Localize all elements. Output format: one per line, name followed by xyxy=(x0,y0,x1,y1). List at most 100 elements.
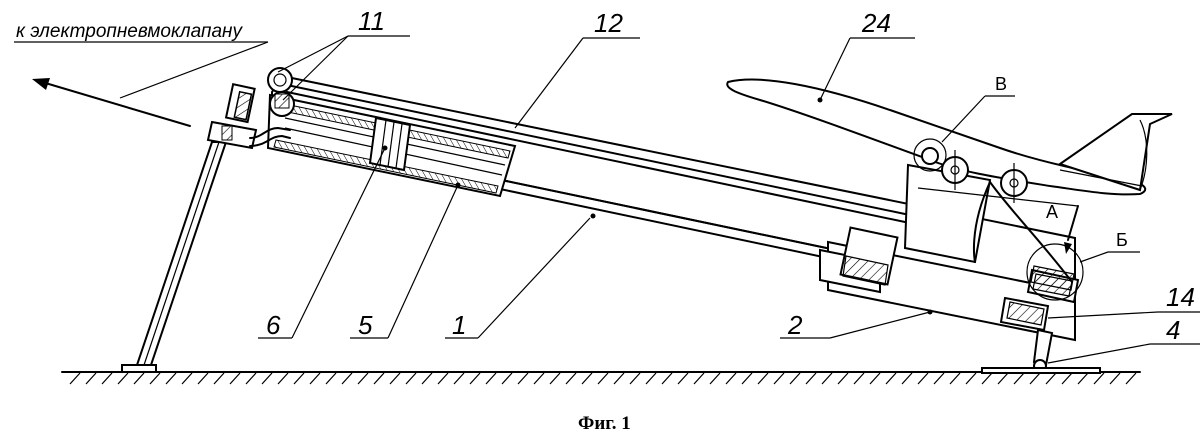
ground-hatch-line xyxy=(821,372,833,385)
label-14: 14 xyxy=(1166,282,1195,312)
ground-hatch-line xyxy=(101,372,113,385)
ground-hatch-line xyxy=(677,372,689,385)
ground-hatch-line xyxy=(501,372,513,385)
ground-hatch-line xyxy=(421,372,433,385)
ground-hatch-line xyxy=(1013,372,1025,385)
ground-hatch-line xyxy=(69,372,81,385)
ground-hatch-line xyxy=(805,372,817,385)
label-11: 11 xyxy=(358,6,385,36)
label-a: А xyxy=(1046,202,1058,222)
ground-hatch-line xyxy=(277,372,289,385)
ground-hatch-line xyxy=(181,372,193,385)
detail-be-part xyxy=(1030,265,1075,291)
rail-marker-dot xyxy=(590,213,596,219)
aircraft xyxy=(726,78,1173,196)
front-support-leg xyxy=(121,141,228,373)
detail-be-circle xyxy=(1026,243,1084,301)
ground-hatch-line xyxy=(709,372,721,385)
label-5: 5 xyxy=(358,310,373,340)
ground-hatch-line xyxy=(981,372,993,385)
ground-hatch-line xyxy=(165,372,177,385)
ground-hatch-line xyxy=(373,372,385,385)
ground-hatch-line xyxy=(645,372,657,385)
ground-hatch-line xyxy=(341,372,353,385)
piston xyxy=(368,116,412,172)
ground-hatch-line xyxy=(293,372,305,385)
ground-hatch-line xyxy=(1045,372,1057,385)
ground-hatch-line xyxy=(437,372,449,385)
ground-hatch-line xyxy=(869,372,881,385)
ground-hatch-line xyxy=(933,372,945,385)
ground-hatch-line xyxy=(949,372,961,385)
ground-hatch-line xyxy=(197,372,209,385)
label-1: 1 xyxy=(452,310,466,340)
ground-hatch-line xyxy=(725,372,737,385)
ground-hatch-line xyxy=(917,372,929,385)
ground-hatch-line xyxy=(1061,372,1073,385)
ground-hatch-line xyxy=(357,372,369,385)
ground-hatch-line xyxy=(565,372,577,385)
ground-hatch-line xyxy=(389,372,401,385)
ground-hatch-line xyxy=(213,372,225,385)
leader-lines xyxy=(14,35,1200,364)
label-2: 2 xyxy=(787,310,803,340)
ground-hatch-line xyxy=(1093,372,1105,385)
valve-annotation: к электропневмоклапану xyxy=(16,21,243,42)
front-pulley-block xyxy=(206,67,295,150)
ground-hatch-line xyxy=(1125,372,1137,385)
ground-hatch-line xyxy=(229,372,241,385)
ground-hatch-line xyxy=(1109,372,1121,385)
ground-hatch-line xyxy=(1029,372,1041,385)
ground-hatch-line xyxy=(309,372,321,385)
valve-direction-arrow xyxy=(32,78,191,127)
aircraft-rollers xyxy=(921,147,1028,203)
ground-hatch-line xyxy=(1077,372,1089,385)
ground-hatch-line xyxy=(773,372,785,385)
label-6: 6 xyxy=(266,310,281,340)
ground-hatch-line xyxy=(117,372,129,385)
detail-b-circle xyxy=(913,138,947,172)
ground-hatch-line xyxy=(133,372,145,385)
ground-hatch-line xyxy=(997,372,1009,385)
ground-hatch-line xyxy=(245,372,257,385)
ground-hatch-line xyxy=(837,372,849,385)
ground-hatch-line xyxy=(693,372,705,385)
ground-hatch-line xyxy=(533,372,545,385)
ground-hatch-line xyxy=(405,372,417,385)
ground-hatch-line xyxy=(661,372,673,385)
ground-hatch-line xyxy=(853,372,865,385)
view-arrow-a xyxy=(1064,205,1079,254)
ground-hatch-line xyxy=(629,372,641,385)
aircraft-marker-dot xyxy=(817,97,823,103)
ground-hatch-line xyxy=(757,372,769,385)
ground-hatch-line xyxy=(453,372,465,385)
cylinder-marker-dot xyxy=(455,182,461,188)
carriage-marker-dot xyxy=(927,309,933,315)
ground-hatch-line xyxy=(613,372,625,385)
label-24: 24 xyxy=(861,8,891,38)
ground-hatch-line xyxy=(965,372,977,385)
ground-hatch-line xyxy=(325,372,337,385)
ground xyxy=(61,371,1141,385)
piston-marker-dot xyxy=(382,145,388,151)
label-be: Б xyxy=(1116,230,1128,250)
ground-hatch-line xyxy=(85,372,97,385)
ground-hatch-line xyxy=(741,372,753,385)
ground-hatch-line xyxy=(549,372,561,385)
ground-hatch-line xyxy=(517,372,529,385)
ground-hatch-line xyxy=(789,372,801,385)
ground-hatch-line xyxy=(597,372,609,385)
ground-hatch-line xyxy=(485,372,497,385)
label-b: В xyxy=(995,74,1007,94)
ground-hatch-line xyxy=(149,372,161,385)
label-12: 12 xyxy=(594,8,623,38)
ground-hatch-line xyxy=(469,372,481,385)
rear-support-leg xyxy=(981,328,1101,374)
label-4: 4 xyxy=(1166,315,1180,345)
ground-hatch-line xyxy=(261,372,273,385)
ground-hatch-line xyxy=(581,372,593,385)
ground-hatch-line xyxy=(901,372,913,385)
ground-hatch-line xyxy=(885,372,897,385)
figure-caption: Фиг. 1 xyxy=(578,413,631,434)
